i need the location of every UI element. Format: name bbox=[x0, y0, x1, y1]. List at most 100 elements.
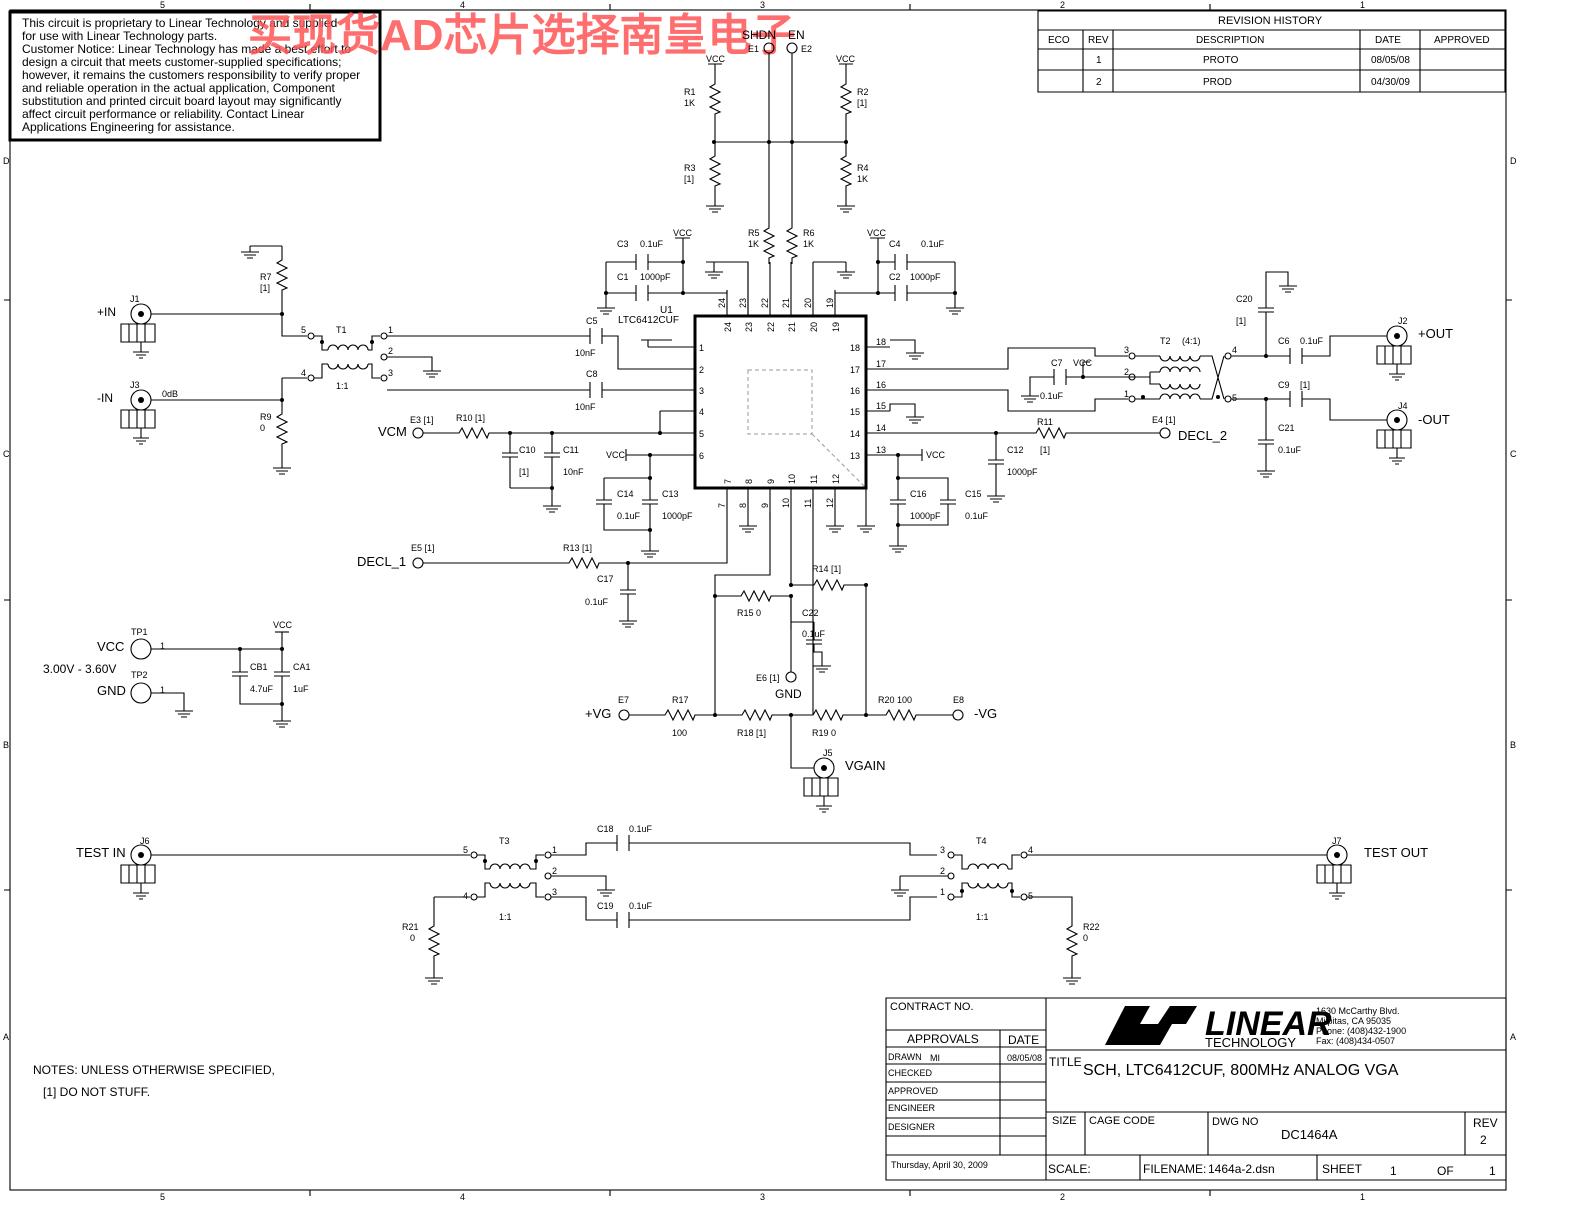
border-col-3: 3 bbox=[760, 0, 765, 10]
dwg-no-label: DWG NO bbox=[1212, 1116, 1259, 1128]
r3-ref: R3 bbox=[684, 163, 696, 173]
pin-18: 18 bbox=[850, 343, 860, 353]
notice-line-2: for use with Linear Technology parts. bbox=[22, 29, 217, 43]
output-section: 3 2 1 4 5 T2 (4:1) VCC C7 0.1uF C20 [1] … bbox=[1020, 271, 1453, 478]
pin-11: 11 bbox=[809, 475, 819, 484]
c14-ref: C14 bbox=[617, 489, 634, 499]
t2-pin-4: 4 bbox=[1232, 345, 1237, 355]
t1-ratio: 1:1 bbox=[336, 381, 349, 391]
sheet-label: SHEET bbox=[1322, 1162, 1363, 1176]
border-col-1-bottom: 1 bbox=[1360, 1192, 1365, 1202]
c2-ref: C2 bbox=[889, 272, 901, 282]
filename-label: FILENAME: bbox=[1143, 1162, 1206, 1176]
tp1-test-point bbox=[130, 638, 152, 660]
revision-title: REVISION HISTORY bbox=[1218, 15, 1323, 27]
notice-line-7: substitution and printed circuit board l… bbox=[22, 94, 342, 108]
pin-22: 22 bbox=[766, 322, 776, 332]
border-col-2-bottom: 2 bbox=[1060, 1192, 1065, 1202]
c3-ref: C3 bbox=[617, 239, 629, 249]
rev-value: 2 bbox=[1480, 1133, 1487, 1147]
rev-col-eco: ECO bbox=[1048, 35, 1070, 46]
rev-row-2-description: PROD bbox=[1203, 77, 1232, 88]
label-decl2: DECL_2 bbox=[1178, 428, 1227, 443]
c18-value: 0.1uF bbox=[629, 824, 653, 834]
pin-13: 13 bbox=[850, 451, 860, 461]
r22-ref: R22 bbox=[1083, 922, 1100, 932]
pin-7-outer: 7 bbox=[717, 503, 727, 508]
drawn-label: DRAWN bbox=[888, 1052, 922, 1062]
date-label: DATE bbox=[1008, 1033, 1039, 1047]
r11-ref: R11 bbox=[1037, 417, 1053, 427]
border-row-b-right: B bbox=[1510, 740, 1516, 750]
checked-label: CHECKED bbox=[888, 1068, 933, 1078]
r10-ref: R10 [1] bbox=[456, 413, 485, 423]
customer-notice-box bbox=[8, 10, 382, 142]
c9-value: [1] bbox=[1300, 380, 1310, 390]
pin-20-outer: 20 bbox=[803, 298, 813, 308]
ic-u1: U1 LTC6412CUF 1 2 3 4 5 6 18 17 16 15 14… bbox=[618, 262, 890, 512]
border-col-5-bottom: 5 bbox=[160, 1192, 165, 1202]
decl1-section: DECL_1 E5 [1] R13 [1] C17 0.1uF bbox=[357, 512, 728, 628]
j2-ref: J2 bbox=[1398, 316, 1408, 326]
ic-ref: U1 bbox=[660, 305, 673, 316]
pin-12: 12 bbox=[831, 474, 841, 484]
rev-label: REV bbox=[1473, 1116, 1498, 1130]
r4-ref: R4 bbox=[857, 163, 869, 173]
tp2-pin: 1 bbox=[160, 685, 165, 695]
t1-pin-4: 4 bbox=[301, 368, 306, 378]
border-col-2: 2 bbox=[1060, 0, 1065, 10]
e8-ref: E8 bbox=[953, 695, 964, 705]
notice-line-5: however, it remains the customers respon… bbox=[22, 68, 360, 82]
filename: 1464a-2.dsn bbox=[1208, 1162, 1275, 1176]
approved-label: APPROVED bbox=[888, 1086, 939, 1096]
pin-24: 24 bbox=[723, 322, 733, 332]
label-vcm: VCM bbox=[378, 424, 407, 439]
e4-test-point bbox=[1159, 427, 1171, 439]
rev-row-1-rev: 1 bbox=[1096, 55, 1102, 66]
e6-ref: E6 [1] bbox=[756, 673, 780, 683]
notice-line-3: Customer Notice: Linear Technology has m… bbox=[22, 42, 351, 56]
pin-5: 5 bbox=[699, 429, 704, 439]
drawn-by: MI bbox=[930, 1053, 940, 1063]
label-gnd-e6: GND bbox=[775, 687, 802, 701]
vcc-supply: VCC bbox=[273, 620, 293, 630]
customer-notice-text: This circuit is proprietary to Linear Te… bbox=[22, 16, 360, 134]
title-label: TITLE bbox=[1049, 1055, 1082, 1069]
r4-value: 1K bbox=[857, 174, 868, 184]
print-date: Thursday, April 30, 2009 bbox=[891, 1160, 988, 1170]
t4-ratio: 1:1 bbox=[976, 912, 989, 922]
pin-19-outer: 19 bbox=[825, 298, 835, 308]
t4-pin-5: 5 bbox=[1028, 891, 1033, 901]
cb1-value: 4.7uF bbox=[250, 684, 274, 694]
border-row-d-right: D bbox=[1510, 156, 1517, 166]
scale-label: SCALE: bbox=[1048, 1162, 1091, 1176]
e8-test-point bbox=[952, 709, 964, 721]
label-plus-out: +OUT bbox=[1418, 326, 1453, 341]
label-test-in: TEST IN bbox=[76, 845, 126, 860]
j1-connector bbox=[120, 303, 156, 359]
c6-value: 0.1uF bbox=[1300, 336, 1324, 346]
pin-9-outer: 9 bbox=[760, 503, 770, 508]
border-row-c: C bbox=[3, 449, 10, 459]
pin-11-outer: 11 bbox=[803, 499, 813, 508]
approvals-label: APPROVALS bbox=[907, 1032, 979, 1046]
r2-ref: R2 bbox=[857, 87, 869, 97]
r19-ref: R19 0 bbox=[812, 728, 836, 738]
pin-6: 6 bbox=[699, 451, 704, 461]
t2-pin-5: 5 bbox=[1232, 393, 1237, 403]
e5-test-point bbox=[412, 557, 424, 569]
pin-16-outer: 16 bbox=[876, 380, 886, 390]
ca1-value: 1uF bbox=[293, 684, 309, 694]
c1-value: 1000pF bbox=[640, 272, 671, 282]
pin-2: 2 bbox=[699, 365, 704, 375]
company-name: LINEAR bbox=[1205, 1005, 1332, 1043]
vcc-pin6: VCC bbox=[606, 450, 626, 460]
j4-ref: J4 bbox=[1398, 401, 1408, 411]
c15-ref: C15 bbox=[965, 489, 982, 499]
notes-line-2: [1] DO NOT STUFF. bbox=[43, 1085, 150, 1099]
pin-14: 14 bbox=[850, 429, 860, 439]
c22-ref: C22 bbox=[802, 608, 819, 618]
c19-value: 0.1uF bbox=[629, 901, 653, 911]
r18-ref: R18 [1] bbox=[737, 728, 766, 738]
t1-pin-1: 1 bbox=[388, 325, 393, 335]
